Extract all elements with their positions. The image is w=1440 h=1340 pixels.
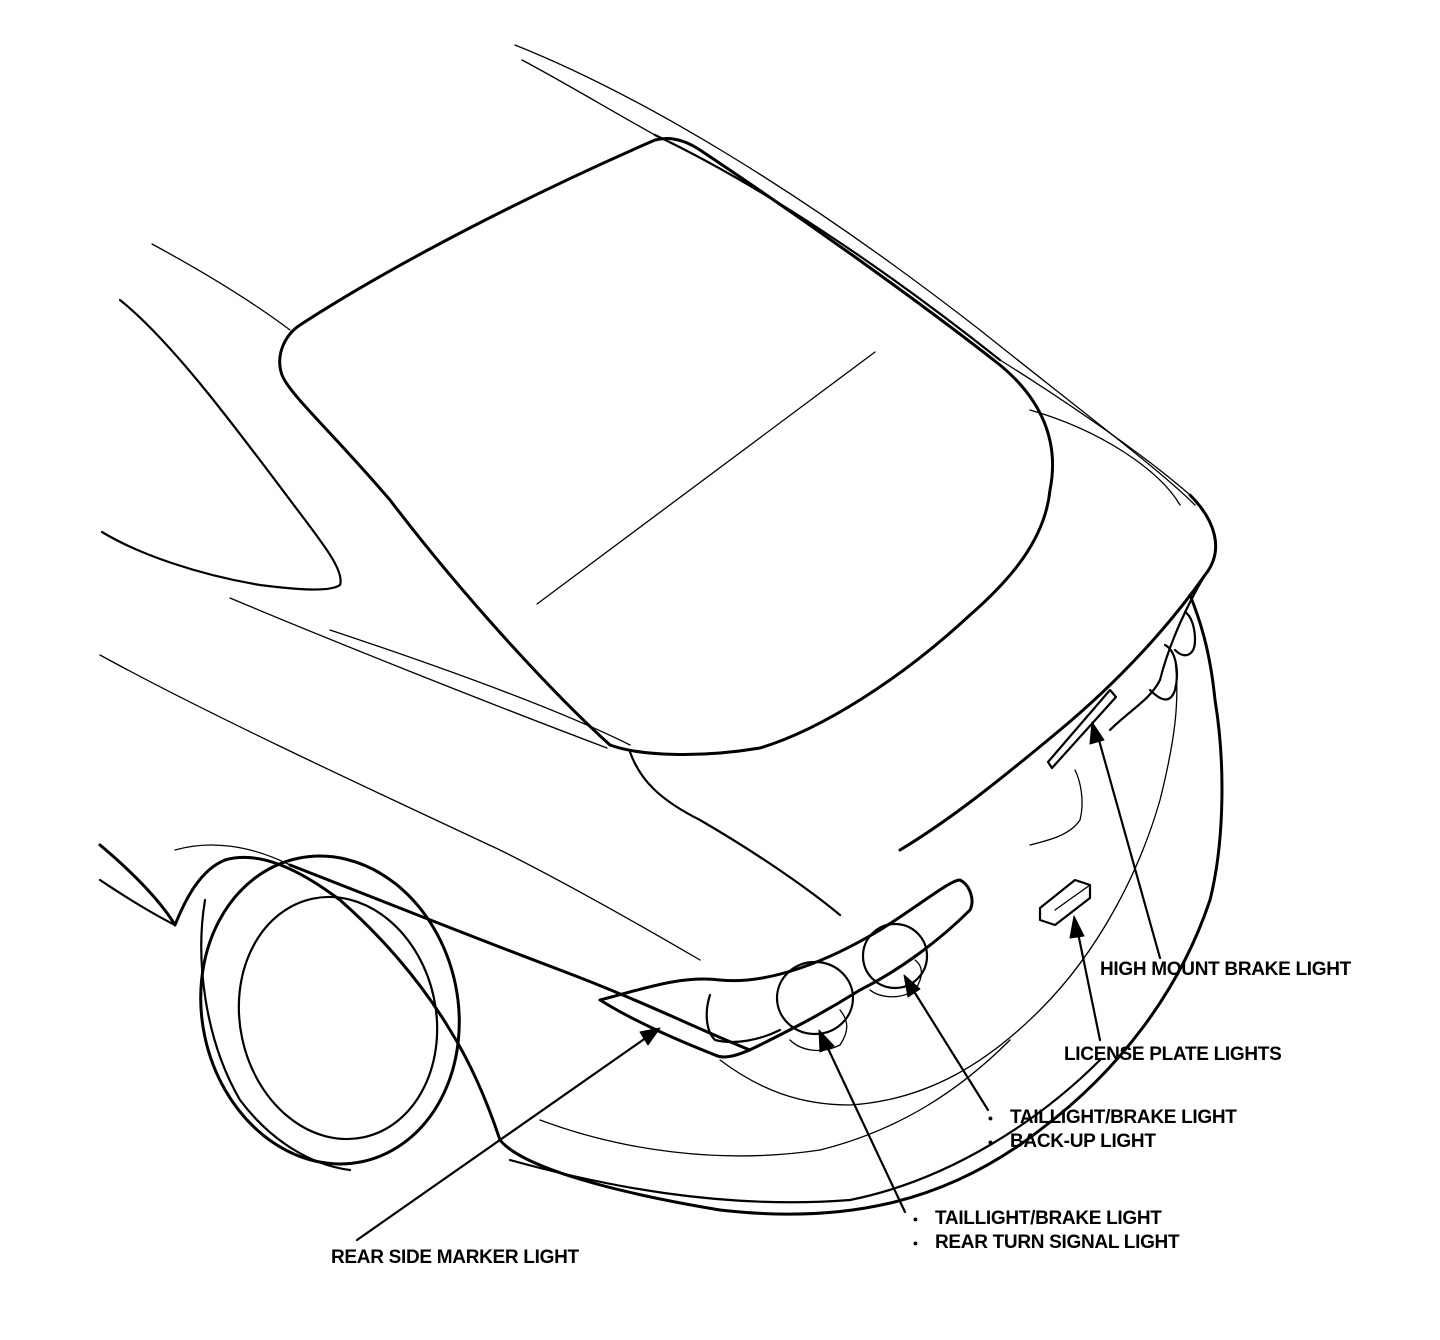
trunk-outer-edge	[999, 359, 1191, 496]
rear-bumper-outline	[498, 593, 1224, 1216]
bullet-icon: •	[988, 1134, 993, 1150]
fender-top-line	[98, 878, 177, 927]
rear-fender-arch	[98, 843, 502, 1142]
high-mount-brake-light-housing	[1046, 688, 1118, 770]
license-plate-light-edge	[1054, 884, 1091, 911]
leader-high-mount	[1095, 731, 1162, 960]
bumper-crease	[539, 1039, 1011, 1157]
arrowhead-taillight-turn	[818, 1029, 835, 1053]
arrowhead-high-mount	[1089, 721, 1105, 745]
leader-taillight-backup	[908, 983, 990, 1112]
trunk-lid-rear-edge	[898, 493, 1218, 852]
upper-body-line	[329, 629, 631, 746]
bullet-item: • TAILLIGHT/BRAKE LIGHT	[913, 1207, 1179, 1231]
roof-side-line	[653, 133, 1002, 362]
trunk-lid	[628, 750, 842, 917]
leader-side-marker	[355, 1033, 652, 1242]
bullet-text: REAR TURN SIGNAL LIGHT	[935, 1232, 1180, 1253]
bullet-icon: •	[913, 1235, 918, 1251]
trunk-inner-line	[1029, 409, 1181, 506]
roof-edge-line	[514, 44, 1196, 506]
bullet-icon: •	[988, 1110, 993, 1126]
bullet-text: TAILLIGHT/BRAKE LIGHT	[935, 1208, 1162, 1229]
bullet-icon: •	[913, 1211, 918, 1227]
quarter-panel-line	[288, 863, 752, 1052]
body-side-line	[99, 654, 701, 961]
rear-window-defroster-line	[536, 351, 876, 605]
rear-window	[278, 136, 1055, 756]
c-pillar-line	[151, 243, 291, 331]
label-high-mount-brake-light: HIGH MOUNT BRAKE LIGHT	[1100, 959, 1351, 980]
bullet-item: • REAR TURN SIGNAL LIGHT	[913, 1231, 1180, 1255]
fender-body-line	[174, 844, 291, 866]
wheel-tire-side	[200, 898, 352, 1172]
taillight-lower-reflector	[789, 1009, 848, 1052]
license-plate-recess	[1029, 769, 1083, 846]
label-taillight-turn-group: • TAILLIGHT/BRAKE LIGHT • REAR TURN SIGN…	[913, 1207, 1180, 1255]
label-rear-side-marker-light: REAR SIDE MARKER LIGHT	[331, 1247, 579, 1268]
taillight-housing	[598, 878, 974, 1059]
bullet-text: BACK-UP LIGHT	[1010, 1131, 1156, 1152]
bumper-lower-line	[508, 1058, 1102, 1204]
roof-edge-line-inner	[521, 59, 656, 136]
taillight-lens-inner	[861, 922, 929, 990]
label-taillight-backup-group: • TAILLIGHT/BRAKE LIGHT • BACK-UP LIGHT	[988, 1106, 1237, 1154]
bumper-top-line	[719, 659, 1178, 1106]
label-license-plate-lights: LICENSE PLATE LIGHTS	[1064, 1044, 1282, 1065]
arrowhead-side-marker	[639, 1027, 661, 1046]
arrowhead-license-plate	[1069, 915, 1085, 939]
leader-license-plate	[1075, 926, 1102, 1042]
right-taillight-lens	[1148, 643, 1179, 701]
taillight-lens-outer	[775, 960, 855, 1036]
bullet-item: • BACK-UP LIGHT	[988, 1130, 1237, 1154]
arrowhead-taillight-backup	[903, 974, 921, 998]
leader-taillight-turn	[822, 1038, 907, 1214]
bullet-text: TAILLIGHT/BRAKE LIGHT	[1010, 1107, 1237, 1128]
rear-wheel-inner	[237, 895, 439, 1141]
license-plate-light	[1038, 878, 1092, 927]
right-taillight-lens-2	[1173, 610, 1197, 657]
taillight-inner-housing	[705, 993, 782, 1044]
bullet-item: • TAILLIGHT/BRAKE LIGHT	[988, 1106, 1237, 1130]
body-character-line	[229, 597, 608, 749]
side-window-outline	[100, 298, 342, 591]
rear-wheel-outer	[199, 854, 461, 1166]
